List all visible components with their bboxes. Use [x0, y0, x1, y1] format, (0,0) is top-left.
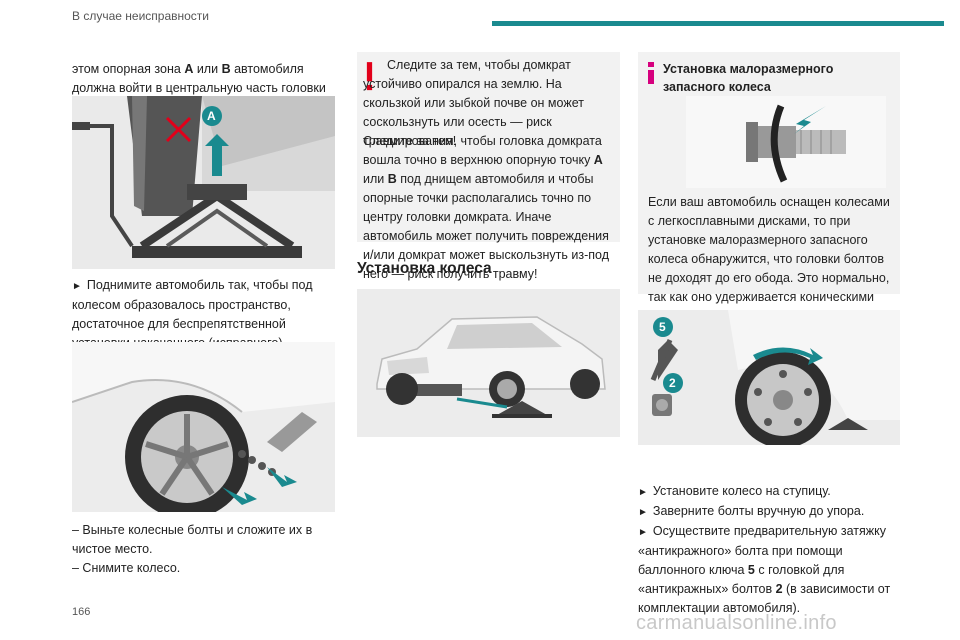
bolt-head-label: 2	[669, 376, 676, 390]
page-number: 166	[72, 606, 91, 618]
step-mount-wheel: ►Установите колесо на ступицу.	[638, 484, 831, 498]
point-a-label: A	[207, 109, 216, 123]
info-text: Если ваш автомобиль оснащен колесами с л…	[648, 195, 890, 323]
step-remove-bolts: – Выньте колесные болты и сложите их в ч…	[72, 523, 313, 556]
info-icon	[648, 62, 654, 84]
section-heading: Установка колеса	[357, 260, 492, 277]
warning-text-2: Следите за тем, чтобы головка домкрата в…	[363, 134, 610, 281]
warning-box: Следите за тем, чтобы домкрат устойчиво …	[357, 52, 620, 281]
info-title: Установка малоразмерного запасного колес…	[663, 62, 834, 94]
section-title: В случае неисправности	[72, 9, 209, 23]
header-accent-bar	[492, 21, 944, 26]
warning-text-1: Следите за тем, чтобы домкрат устойчиво …	[363, 58, 584, 148]
watermark: carmanualsonline.info	[636, 612, 837, 634]
warning-icon	[366, 62, 373, 91]
bolt-illustration	[686, 96, 886, 188]
bullet-arrow-icon: ►	[72, 281, 82, 292]
install-steps: ►Установите колесо на ступицу. ►Завернит…	[638, 482, 900, 618]
wheel-removal-illustration	[72, 342, 335, 512]
step-remove-wheel: – Снимите колесо.	[72, 561, 181, 575]
key-label: 5	[659, 320, 666, 334]
bullet-arrow-icon: ►	[638, 507, 648, 518]
info-box: Установка малоразмерного запасного колес…	[638, 52, 900, 323]
removal-steps: – Выньте колесные болты и сложите их в ч…	[72, 521, 337, 578]
step-hand-tighten: ►Заверните болты вручную до упора.	[638, 504, 865, 518]
jack-illustration: A	[72, 96, 335, 269]
spare-wheel-install-illustration: 5 2	[638, 310, 900, 445]
car-on-jack-illustration	[357, 289, 620, 437]
bullet-arrow-icon: ►	[638, 487, 648, 498]
bullet-arrow-icon: ►	[638, 527, 648, 538]
step-pre-tighten: ►Осуществите предварительную затяжку «ан…	[638, 524, 891, 615]
